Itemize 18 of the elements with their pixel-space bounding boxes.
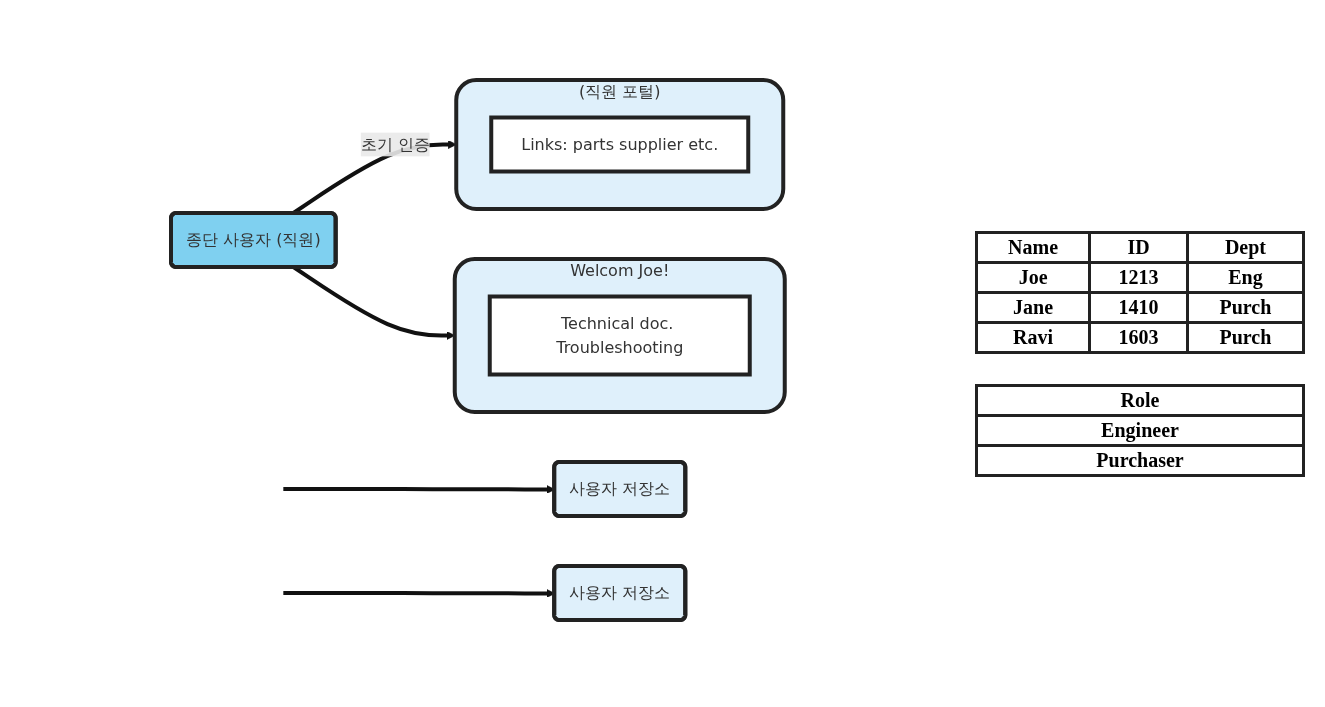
table-cell: Role [976, 385, 1304, 415]
node-box: Links: parts supplier etc. [488, 115, 750, 174]
table-cell: 1213 [1089, 262, 1188, 292]
table-cell: Purchaser [976, 445, 1304, 475]
table-cell: Engineer [976, 415, 1304, 445]
table-cell: Purch [1187, 322, 1304, 352]
table-cell: Purch [1187, 292, 1304, 322]
table-cell: ID [1089, 232, 1188, 262]
table-cell: Jane [976, 292, 1090, 322]
table-cell: Joe [976, 262, 1090, 292]
table-cell: Name [976, 232, 1090, 262]
node-box: Technical doc. Troubleshooting [487, 294, 752, 377]
table-cell: Dept [1187, 232, 1304, 262]
edge-label: 초기 인증 [360, 134, 430, 154]
table-cell: Eng [1187, 262, 1304, 292]
table-cell: Ravi [976, 322, 1090, 352]
table-cell: 1410 [1089, 292, 1188, 322]
table-cell: 1603 [1089, 322, 1188, 352]
